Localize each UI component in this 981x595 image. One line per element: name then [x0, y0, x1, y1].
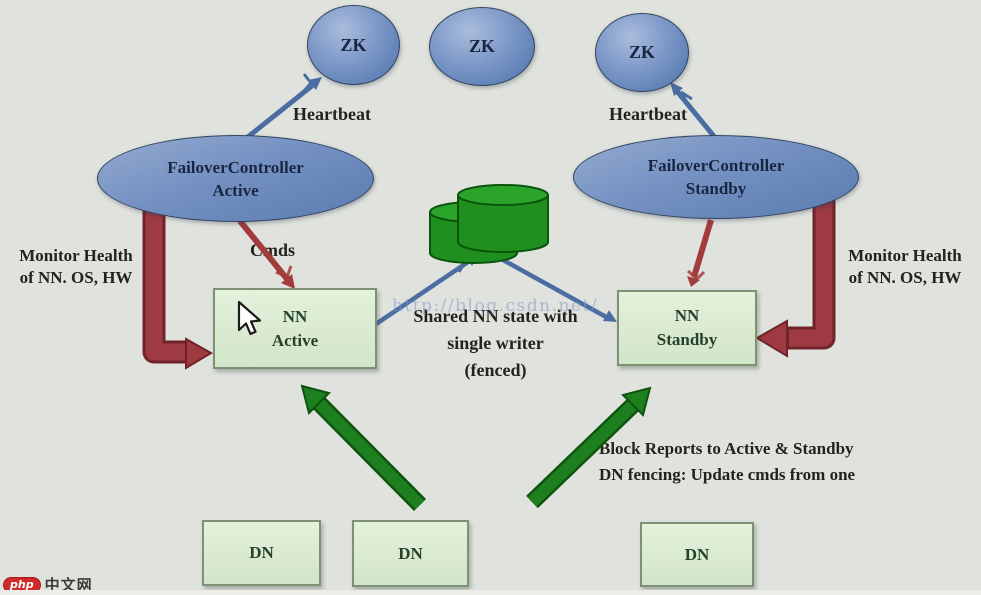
datanode-box-1: DN [202, 520, 321, 586]
namenode-active-box: NN Active [213, 288, 377, 369]
heartbeat-label-right: Heartbeat [609, 104, 687, 124]
datanode-box-2: DN [352, 520, 469, 587]
monitor-health-right-label: Monitor Health of NN. OS, HW [848, 246, 962, 287]
bottom-strip [0, 590, 981, 595]
zk-node-1: ZK [307, 5, 400, 85]
zk-node-2: ZK [429, 7, 535, 86]
monitor-health-left-label: Monitor Health of NN. OS, HW [19, 246, 133, 287]
site-logo: php 中文网 [3, 574, 93, 595]
namenode-standby-box: NN Standby [617, 290, 757, 366]
datanode-box-3: DN [640, 522, 754, 587]
block-reports-label: Block Reports to Active & Standby DN fen… [599, 439, 856, 484]
zk-node-3: ZK [595, 13, 689, 92]
site-logo-text: 中文网 [44, 576, 93, 594]
mouse-cursor-icon [237, 300, 262, 336]
csdn-watermark: http://blog.csdn.net/ [392, 296, 599, 316]
